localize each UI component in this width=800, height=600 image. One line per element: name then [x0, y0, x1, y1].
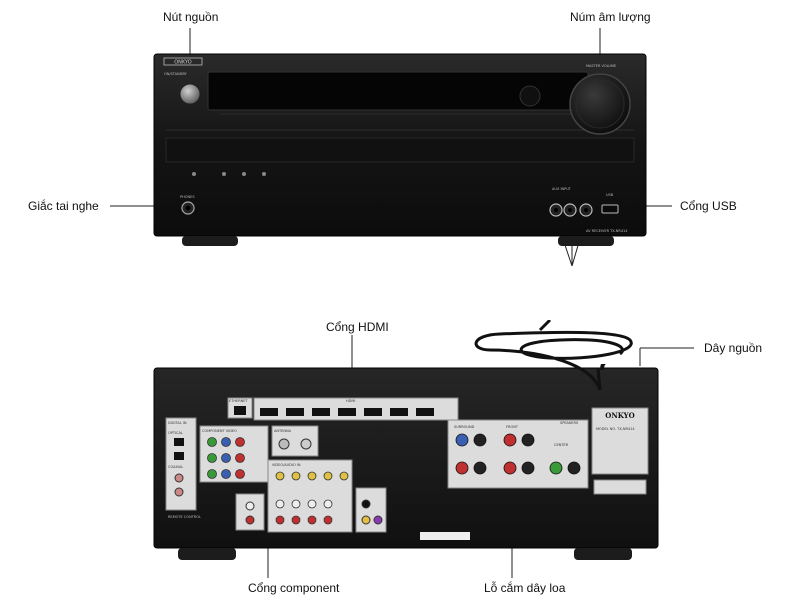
- speaker-terminals-callout: Lỗ cắm dây loa: [484, 581, 566, 595]
- svg-text:ONKYO: ONKYO: [605, 411, 635, 420]
- svg-text:ANTENNA: ANTENNA: [274, 429, 292, 433]
- component-pr-out[interactable]: [235, 469, 245, 479]
- surround-right-plus[interactable]: [455, 433, 469, 447]
- component-y-1[interactable]: [207, 437, 217, 447]
- hdmi-in-5-port[interactable]: [390, 408, 408, 416]
- coaxial-in-2[interactable]: [174, 487, 184, 497]
- component-y-2[interactable]: [207, 453, 217, 463]
- power-button-callout: Nút nguồn: [163, 10, 219, 24]
- headphone-jack-callout: Giắc tai nghe: [28, 199, 99, 213]
- svg-text:OPTICAL: OPTICAL: [168, 431, 183, 435]
- tone-button[interactable]: [222, 172, 226, 176]
- coaxial-in-1[interactable]: [174, 473, 184, 483]
- svg-text:ON/STANDBY: ON/STANDBY: [164, 72, 188, 76]
- onkyo-logo: ONKYO: [163, 57, 203, 66]
- svg-text:ONKYO: ONKYO: [174, 60, 192, 66]
- svg-text:VIDEO/AUDIO IN: VIDEO/AUDIO IN: [272, 463, 301, 467]
- surround-left-minus[interactable]: [473, 461, 487, 475]
- component-y-out[interactable]: [207, 469, 217, 479]
- hdmi-in-4-port[interactable]: [364, 408, 382, 416]
- speaker-terminal-panel: [447, 419, 589, 489]
- component-pb-out[interactable]: [221, 469, 231, 479]
- subwoofer-pre-out[interactable]: [373, 515, 383, 525]
- svg-text:AV RECEIVER TX-NR414: AV RECEIVER TX-NR414: [586, 229, 628, 233]
- component-pb-1[interactable]: [221, 437, 231, 447]
- svg-text:PHONES: PHONES: [180, 195, 195, 199]
- tone-minus-button[interactable]: [242, 172, 246, 176]
- hdmi-out-port[interactable]: [260, 408, 278, 416]
- monitor-out[interactable]: [361, 515, 371, 525]
- svg-text:MASTER VOLUME: MASTER VOLUME: [586, 64, 616, 68]
- svg-text:USB: USB: [606, 193, 614, 197]
- remote-sensor: [519, 85, 541, 107]
- hdmi-in-6-port[interactable]: [416, 408, 434, 416]
- front-right-plus[interactable]: [503, 433, 517, 447]
- svg-text:MODEL NO. TX-NR414: MODEL NO. TX-NR414: [596, 427, 635, 431]
- hdmi-in-1-port[interactable]: [286, 408, 304, 416]
- power-cord[interactable]: [470, 320, 640, 400]
- svg-text:SPEAKERS: SPEAKERS: [560, 421, 579, 425]
- component-pr-1[interactable]: [235, 437, 245, 447]
- pure-audio-button[interactable]: [192, 172, 196, 176]
- input-selector-strip: [165, 137, 635, 163]
- svg-text:ETHERNET: ETHERNET: [229, 399, 248, 403]
- component-pr-2[interactable]: [235, 453, 245, 463]
- svg-text:CENTER: CENTER: [554, 443, 569, 447]
- svg-text:FRONT: FRONT: [506, 425, 519, 429]
- component-pb-2[interactable]: [221, 453, 231, 463]
- svg-text:SURROUND: SURROUND: [454, 425, 475, 429]
- hdmi-ports-callout: Cổng HDMI: [326, 320, 389, 334]
- volume-knob-callout: Núm âm lượng: [570, 10, 651, 24]
- svg-text:HDMI: HDMI: [346, 399, 355, 403]
- svg-text:DIGITAL IN: DIGITAL IN: [168, 421, 187, 425]
- component-ports-callout: Cổng component: [248, 581, 340, 595]
- optical-in-2[interactable]: [174, 452, 184, 460]
- surround-right-minus[interactable]: [473, 433, 487, 447]
- front-left-minus[interactable]: [521, 461, 535, 475]
- rating-label: [591, 407, 649, 475]
- am-antenna-terminal[interactable]: [278, 438, 290, 450]
- optical-in-1[interactable]: [174, 438, 184, 446]
- svg-text:AUX INPUT: AUX INPUT: [552, 187, 572, 191]
- tv-cd-left-jack[interactable]: [245, 501, 255, 511]
- surround-left-plus[interactable]: [455, 461, 469, 475]
- hdmi-in-2-port[interactable]: [312, 408, 330, 416]
- center-plus[interactable]: [549, 461, 563, 475]
- volume-knob[interactable]: [569, 73, 631, 135]
- fm-antenna-jack[interactable]: [300, 438, 312, 450]
- svg-text:REMOTE CONTROL: REMOTE CONTROL: [168, 515, 201, 519]
- power-button[interactable]: [179, 83, 201, 105]
- ethernet-port[interactable]: [234, 406, 246, 415]
- svg-text:COMPONENT VIDEO: COMPONENT VIDEO: [202, 429, 237, 433]
- center-minus[interactable]: [567, 461, 581, 475]
- svg-text:COAXIAL: COAXIAL: [168, 465, 183, 469]
- hdmi-in-3-port[interactable]: [338, 408, 356, 416]
- power-cord-callout: Dây nguồn: [704, 341, 763, 355]
- usb-port[interactable]: [601, 204, 619, 214]
- front-left-plus[interactable]: [503, 461, 517, 475]
- tone-plus-button[interactable]: [262, 172, 266, 176]
- receiver-rear-panel: DIGITAL IN OPTICAL COAXIAL REMOTE CONTRO…: [153, 364, 659, 560]
- tv-cd-right-jack[interactable]: [245, 515, 255, 525]
- usb-port-callout: Cổng USB: [680, 199, 737, 213]
- front-right-minus[interactable]: [521, 433, 535, 447]
- receiver-front-panel: ONKYO ON/STANDBY MASTER VOLUME PHONES AU…: [153, 53, 647, 246]
